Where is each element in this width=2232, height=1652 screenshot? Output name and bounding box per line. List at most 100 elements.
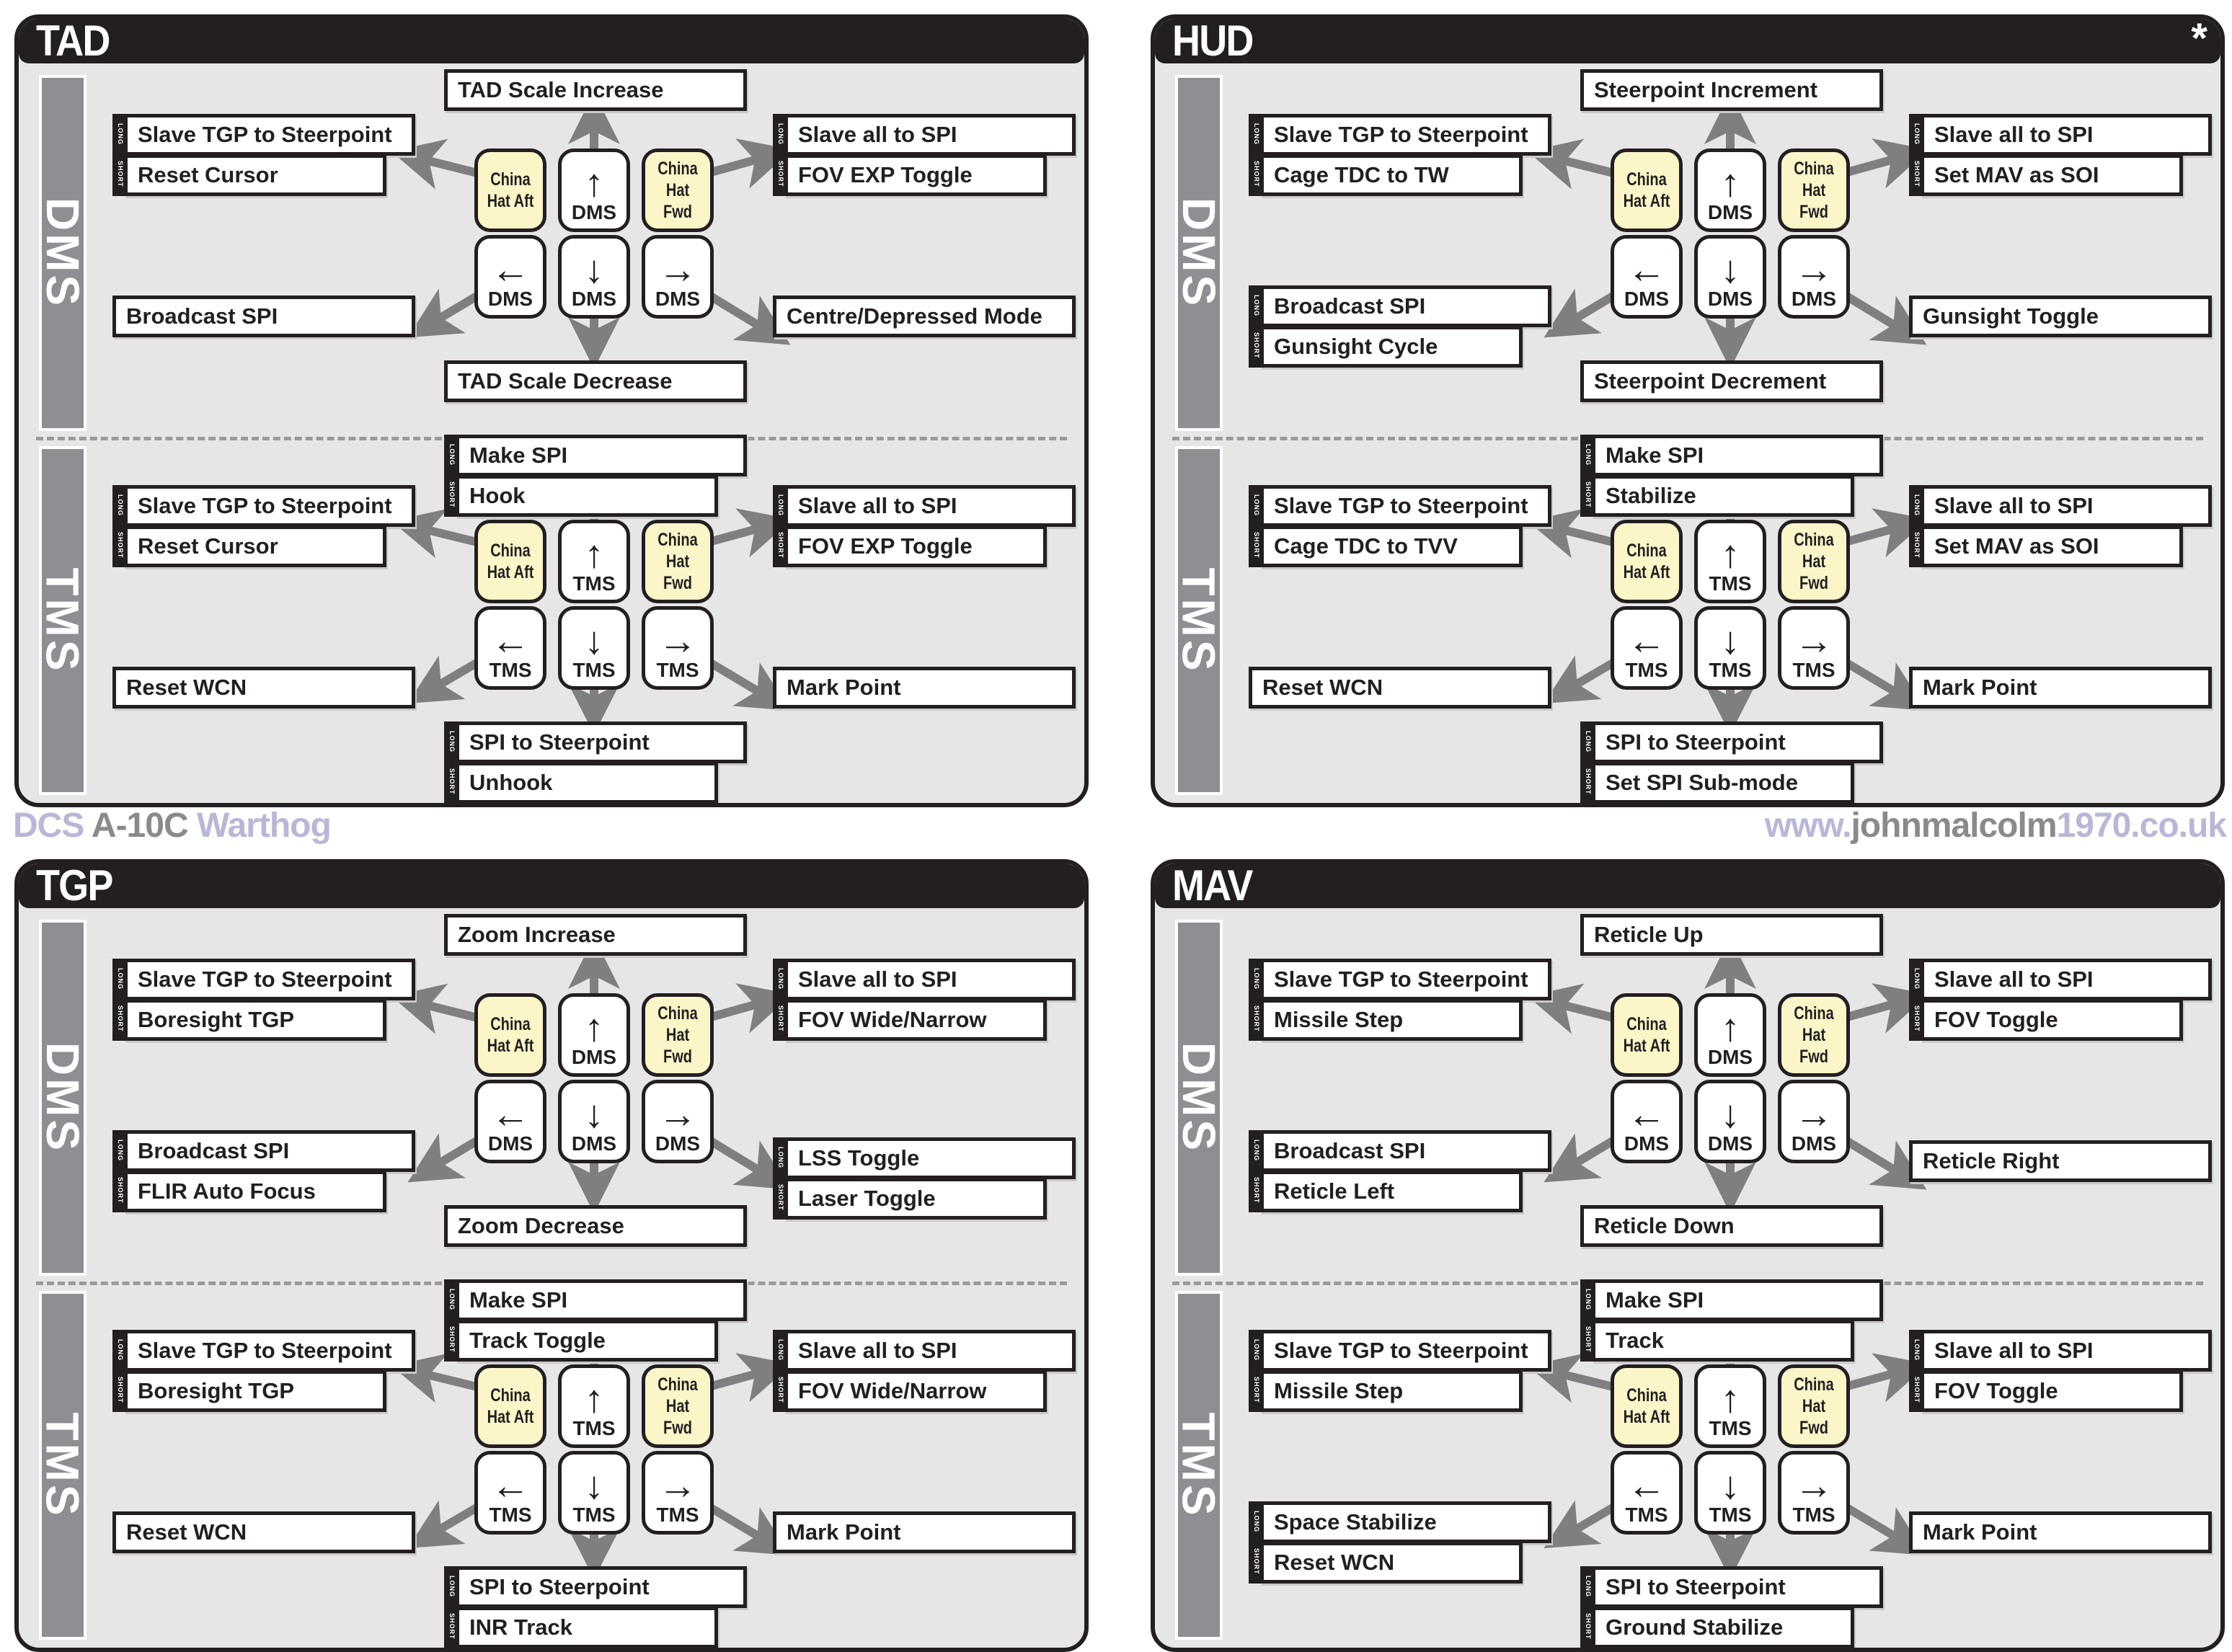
tms-down-short-action[interactable]: Unhook (456, 762, 718, 803)
dms-fwd-short-action[interactable]: Set MAV as SOI (1921, 154, 2183, 196)
dms-fwd-long-action[interactable]: Slave all to SPI (1921, 959, 2212, 1000)
dms-down-button[interactable]: ↓DMS (558, 1080, 630, 1163)
china-hat-aft-button[interactable]: China Hat Aft (474, 148, 546, 232)
dms-aft-short-action[interactable]: Missile Step (1260, 999, 1523, 1041)
tms-down-button[interactable]: ↓TMS (558, 1451, 630, 1535)
dms-left-button[interactable]: ←DMS (1611, 1080, 1683, 1163)
tms-aft-long-action[interactable]: Slave TGP to Steerpoint (1260, 1330, 1551, 1372)
tms-fwd-long-action[interactable]: Slave all to SPI (1921, 485, 2212, 527)
dms-aft-long-action[interactable]: Slave TGP to Steerpoint (124, 959, 415, 1000)
dms-down-long-action[interactable]: Steerpoint Decrement (1580, 360, 1883, 402)
tms-right-long-action[interactable]: Mark Point (773, 667, 1076, 709)
tms-down-short-action[interactable]: Ground Stabilize (1592, 1607, 1854, 1648)
dms-up-long-action[interactable]: Reticle Up (1580, 914, 1883, 956)
tms-down-short-action[interactable]: Set SPI Sub-mode (1592, 762, 1854, 803)
tms-up-long-action[interactable]: Make SPI (1592, 435, 1883, 476)
tms-left-long-action[interactable]: Space Stabilize (1260, 1501, 1551, 1543)
dms-left-button[interactable]: ←DMS (1611, 235, 1683, 319)
china-hat-aft-button[interactable]: China Hat Aft (474, 993, 546, 1077)
tms-left-button[interactable]: ←TMS (474, 1451, 546, 1535)
tms-up-button[interactable]: ↑TMS (558, 520, 630, 603)
dms-left-long-action[interactable]: Broadcast SPI (1260, 1130, 1551, 1172)
dms-down-button[interactable]: ↓DMS (558, 235, 630, 319)
tms-left-short-action[interactable]: Reset WCN (1260, 1542, 1523, 1584)
dms-right-long-action[interactable]: Reticle Right (1909, 1140, 2212, 1182)
dms-right-button[interactable]: →DMS (642, 1080, 714, 1163)
tms-up-short-action[interactable]: Track Toggle (456, 1320, 718, 1362)
dms-left-long-action[interactable]: Broadcast SPI (1260, 285, 1551, 327)
dms-right-long-action[interactable]: LSS Toggle (784, 1137, 1076, 1179)
tms-fwd-short-action[interactable]: FOV Wide/Narrow (784, 1370, 1047, 1412)
tms-left-button[interactable]: ←TMS (474, 606, 546, 690)
tms-aft-short-action[interactable]: Boresight TGP (124, 1370, 386, 1412)
tms-up-button[interactable]: ↑TMS (558, 1364, 630, 1448)
tms-fwd-short-action[interactable]: FOV Toggle (1921, 1370, 2183, 1412)
tms-down-button[interactable]: ↓TMS (558, 606, 630, 690)
dms-up-button[interactable]: ↑DMS (558, 993, 630, 1077)
dms-fwd-short-action[interactable]: FOV Toggle (1921, 999, 2183, 1041)
tms-down-long-action[interactable]: SPI to Steerpoint (1592, 721, 1883, 763)
dms-aft-short-action[interactable]: Boresight TGP (124, 999, 386, 1041)
tms-up-short-action[interactable]: Stabilize (1592, 475, 1854, 517)
dms-fwd-short-action[interactable]: FOV EXP Toggle (784, 154, 1047, 196)
tms-right-button[interactable]: →TMS (642, 606, 714, 690)
tms-down-long-action[interactable]: SPI to Steerpoint (456, 721, 747, 763)
dms-up-button[interactable]: ↑DMS (1694, 148, 1766, 232)
dms-up-long-action[interactable]: Zoom Increase (444, 914, 747, 956)
tms-up-short-action[interactable]: Hook (456, 475, 718, 517)
tms-aft-short-action[interactable]: Missile Step (1260, 1370, 1523, 1412)
china-hat-fwd-button[interactable]: China Hat Fwd (642, 1364, 714, 1448)
tms-right-button[interactable]: →TMS (1778, 606, 1850, 690)
tms-fwd-long-action[interactable]: Slave all to SPI (784, 485, 1076, 527)
tms-up-button[interactable]: ↑TMS (1694, 1364, 1766, 1448)
dms-left-short-action[interactable]: FLIR Auto Focus (124, 1171, 386, 1212)
dms-fwd-long-action[interactable]: Slave all to SPI (784, 114, 1076, 156)
tms-down-button[interactable]: ↓TMS (1694, 1451, 1766, 1535)
tms-up-long-action[interactable]: Make SPI (1592, 1279, 1883, 1321)
tms-down-long-action[interactable]: SPI to Steerpoint (1592, 1566, 1883, 1608)
dms-right-button[interactable]: →DMS (1778, 1080, 1850, 1163)
dms-left-button[interactable]: ←DMS (474, 235, 546, 319)
dms-fwd-long-action[interactable]: Slave all to SPI (1921, 114, 2212, 156)
tms-left-long-action[interactable]: Reset WCN (112, 1511, 415, 1553)
dms-up-long-action[interactable]: Steerpoint Increment (1580, 69, 1883, 111)
dms-left-short-action[interactable]: Gunsight Cycle (1260, 326, 1523, 368)
tms-up-button[interactable]: ↑TMS (1694, 520, 1766, 603)
tms-fwd-long-action[interactable]: Slave all to SPI (1921, 1330, 2212, 1372)
china-hat-aft-button[interactable]: China Hat Aft (1611, 1364, 1683, 1448)
tms-aft-short-action[interactable]: Cage TDC to TVV (1260, 525, 1523, 567)
tms-aft-long-action[interactable]: Slave TGP to Steerpoint (1260, 485, 1551, 527)
china-hat-fwd-button[interactable]: China Hat Fwd (642, 520, 714, 603)
tms-right-button[interactable]: →TMS (1778, 1451, 1850, 1535)
dms-fwd-short-action[interactable]: FOV Wide/Narrow (784, 999, 1047, 1041)
china-hat-fwd-button[interactable]: China Hat Fwd (1778, 1364, 1850, 1448)
tms-fwd-short-action[interactable]: FOV EXP Toggle (784, 525, 1047, 567)
china-hat-fwd-button[interactable]: China Hat Fwd (1778, 520, 1850, 603)
tms-left-button[interactable]: ←TMS (1611, 606, 1683, 690)
dms-aft-long-action[interactable]: Slave TGP to Steerpoint (124, 114, 415, 156)
china-hat-fwd-button[interactable]: China Hat Fwd (1778, 993, 1850, 1077)
dms-left-button[interactable]: ←DMS (474, 1080, 546, 1163)
tms-aft-long-action[interactable]: Slave TGP to Steerpoint (124, 1330, 415, 1372)
dms-down-long-action[interactable]: Zoom Decrease (444, 1205, 747, 1247)
tms-right-button[interactable]: →TMS (642, 1451, 714, 1535)
tms-right-long-action[interactable]: Mark Point (773, 1511, 1076, 1553)
tms-down-long-action[interactable]: SPI to Steerpoint (456, 1566, 747, 1608)
dms-right-button[interactable]: →DMS (1778, 235, 1850, 319)
tms-aft-short-action[interactable]: Reset Cursor (124, 525, 386, 567)
tms-down-short-action[interactable]: INR Track (456, 1607, 718, 1648)
china-hat-aft-button[interactable]: China Hat Aft (1611, 520, 1683, 603)
tms-up-short-action[interactable]: Track (1592, 1320, 1854, 1362)
dms-up-button[interactable]: ↑DMS (558, 148, 630, 232)
dms-down-long-action[interactable]: TAD Scale Decrease (444, 360, 747, 402)
tms-aft-long-action[interactable]: Slave TGP to Steerpoint (124, 485, 415, 527)
dms-left-long-action[interactable]: Broadcast SPI (124, 1130, 415, 1172)
dms-aft-short-action[interactable]: Cage TDC to TW (1260, 154, 1523, 196)
tms-right-long-action[interactable]: Mark Point (1909, 1511, 2212, 1553)
dms-up-button[interactable]: ↑DMS (1694, 993, 1766, 1077)
china-hat-aft-button[interactable]: China Hat Aft (1611, 993, 1683, 1077)
dms-fwd-long-action[interactable]: Slave all to SPI (784, 959, 1076, 1000)
china-hat-fwd-button[interactable]: China Hat Fwd (642, 993, 714, 1077)
dms-left-short-action[interactable]: Reticle Left (1260, 1171, 1523, 1212)
china-hat-fwd-button[interactable]: China Hat Fwd (642, 148, 714, 232)
